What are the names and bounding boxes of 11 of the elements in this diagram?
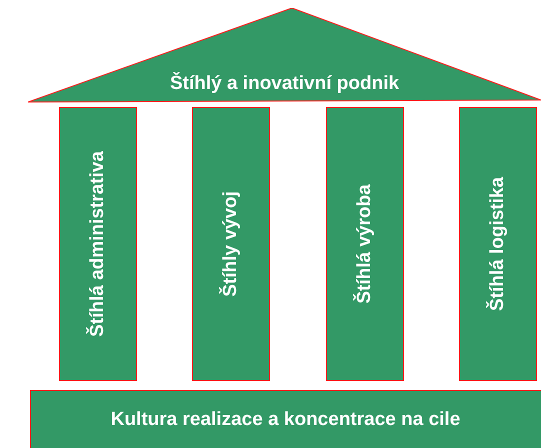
- pillar: [59, 107, 137, 381]
- pillar: [326, 107, 404, 381]
- roof-title: Štíhlý a inovativní podnik: [168, 73, 400, 95]
- foundation-label: Kultura realizace a koncentrace na cile: [110, 409, 460, 431]
- foundation-bar: [30, 390, 541, 448]
- pillar-label: Štíhlá administrativa: [87, 151, 109, 337]
- pillar: [459, 107, 537, 381]
- pillar-label: Štíhly vývoj: [220, 191, 242, 297]
- pillar-label: Štíhlá výroba: [354, 184, 376, 304]
- pillar-label: Štíhlá logistika: [487, 176, 509, 312]
- pillar: [192, 107, 270, 381]
